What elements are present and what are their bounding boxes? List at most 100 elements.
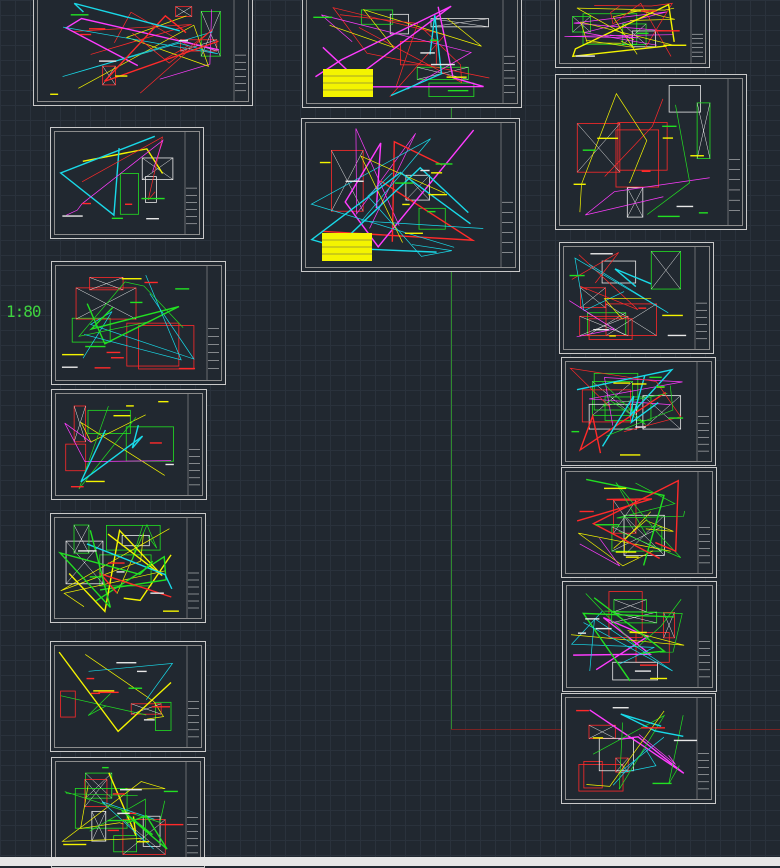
- annotation-text: [668, 417, 684, 419]
- drawing-polyline: [86, 303, 180, 345]
- tank-details-sheet-1[interactable]: [50, 513, 206, 623]
- drawing-polyline: [339, 14, 419, 86]
- annotation-text: [609, 335, 616, 337]
- floor-plan-icon: [313, 0, 515, 103]
- opening-cross: [615, 757, 629, 773]
- annotation-text: [638, 307, 647, 309]
- drawing-polyline: [78, 15, 210, 89]
- drawing-polyline: [332, 7, 490, 97]
- drawing-polyline: [355, 128, 416, 229]
- annotation-text: [98, 691, 119, 694]
- drawing-polyline: [64, 791, 166, 823]
- sheet-frame: [306, 0, 518, 104]
- annotation-text: [590, 253, 613, 255]
- annotation-text: [612, 707, 629, 709]
- detail-outline: [668, 85, 701, 113]
- detail-outline: [87, 409, 131, 434]
- annotation-text: [93, 690, 115, 692]
- annotation-text: [146, 218, 159, 220]
- annotation-text: [345, 180, 364, 182]
- drawing-polyline: [571, 252, 619, 284]
- drawing-polyline: [585, 177, 710, 216]
- detail-outline: [138, 325, 195, 370]
- drawing-polyline: [620, 713, 684, 738]
- opening-cross: [613, 500, 637, 534]
- annotation-text: [90, 692, 101, 695]
- tank-details-sheet-2[interactable]: [562, 581, 717, 692]
- annotation-text: [582, 149, 596, 151]
- annotation-text: [165, 463, 174, 466]
- section-details-sheet[interactable]: [51, 389, 207, 500]
- drawing-polyline: [578, 254, 639, 310]
- annotation-text: [178, 367, 196, 370]
- foundation-icon: [59, 132, 197, 234]
- annotation-text: [144, 281, 158, 284]
- building-plans-sheet[interactable]: [302, 0, 522, 108]
- annotation-text: [107, 829, 119, 832]
- drawing-polyline: [358, 26, 463, 84]
- building-elevations-sheet[interactable]: [301, 118, 520, 272]
- detail-outline: [612, 661, 658, 681]
- annotation-text: [89, 28, 106, 30]
- drawing-polyline: [329, 9, 482, 49]
- drawing-polyline: [310, 138, 484, 248]
- annotation-text: [78, 550, 97, 552]
- stair-details-sheet[interactable]: [559, 242, 714, 354]
- annotation-text: [625, 556, 639, 558]
- drawing-polyline: [581, 612, 675, 682]
- annotation-text: [592, 737, 604, 739]
- tank-icon: [576, 472, 710, 573]
- tank-details-sheet-3[interactable]: [50, 641, 206, 752]
- opening-cross: [580, 287, 606, 308]
- structural-details-sheet[interactable]: [555, 74, 747, 230]
- detail-outline: [428, 82, 475, 97]
- opening-cross: [122, 819, 166, 855]
- drawing-polyline: [78, 281, 184, 337]
- sheet-frame: [559, 0, 706, 64]
- annotation-text: [85, 345, 106, 348]
- drawing-polyline: [81, 136, 163, 201]
- details-sheet-top-right[interactable]: [555, 0, 710, 68]
- tank-plan-sheet-1[interactable]: [561, 357, 716, 466]
- drawing-polyline: [586, 478, 665, 566]
- annotation-text: [613, 382, 631, 384]
- annotation-text: [690, 155, 704, 157]
- tank-details-sheet-4[interactable]: [561, 693, 716, 804]
- detail-outline: [75, 287, 137, 320]
- annotation-text: [119, 789, 142, 791]
- annotation-text: [143, 719, 155, 721]
- detail-outline: [85, 772, 113, 799]
- site-plan-sheet[interactable]: [33, 0, 253, 106]
- drawing-polyline: [588, 377, 683, 426]
- drawing-polyline: [580, 21, 675, 46]
- tank-details-sheet-5[interactable]: [51, 757, 205, 868]
- annotation-text: [107, 819, 131, 822]
- annotation-text: [577, 632, 587, 634]
- ucs-y-axis-line: [451, 0, 452, 730]
- annotation-text: [673, 739, 698, 742]
- annotation-text: [150, 592, 164, 594]
- sheet-frame: [559, 78, 743, 226]
- annotation-text: [641, 10, 657, 12]
- detail-outline: [126, 322, 180, 367]
- drawing-polyline: [571, 630, 685, 646]
- drawing-polyline: [630, 375, 659, 425]
- annotation-text: [62, 215, 83, 217]
- tank-icon: [58, 646, 199, 747]
- detail-outline: [91, 810, 107, 842]
- detail-outline: [130, 703, 162, 715]
- drawing-polyline: [604, 610, 683, 653]
- drawing-polyline: [576, 368, 674, 447]
- drawing-polyline: [85, 654, 165, 720]
- annotation-text: [121, 278, 142, 280]
- tank-plan-sheet-2[interactable]: [561, 467, 717, 578]
- detail-outline: [60, 690, 76, 718]
- opening-cross: [73, 524, 90, 554]
- foundation-sheet[interactable]: [50, 127, 204, 239]
- detail-outline: [84, 779, 108, 808]
- drawing-polyline: [66, 139, 164, 216]
- pipe-network-sheet[interactable]: [51, 261, 226, 385]
- drawing-polyline: [86, 543, 173, 590]
- annotation-text: [420, 169, 430, 172]
